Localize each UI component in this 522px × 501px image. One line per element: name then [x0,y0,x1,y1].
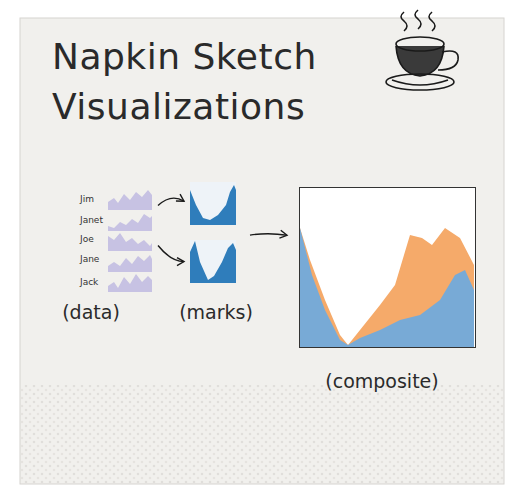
composite-box: (composite) [299,187,476,348]
mark-thumbnails [190,182,236,283]
flow-arrow [158,246,184,262]
data-sparklines [108,190,152,292]
data-panel: JimJanetJoeJaneJack(data) [78,184,154,292]
series-name: Joe [80,234,94,245]
flow-arrow [158,198,184,205]
marks-group: (marks) [188,180,238,286]
coffee-cup [386,10,458,90]
flow-arrow [250,234,287,236]
stage-caption: (marks) [141,300,291,324]
series-name: Janet [80,215,103,226]
series-name: Jim [80,194,94,205]
series-name: Jack [80,277,98,288]
stage-caption: (data) [16,300,166,324]
composite-area-chart [300,188,475,347]
sketch-title: Napkin Sketch Visualizations [52,32,372,132]
series-name: Jane [80,254,99,265]
stage-caption: (composite) [307,369,457,393]
